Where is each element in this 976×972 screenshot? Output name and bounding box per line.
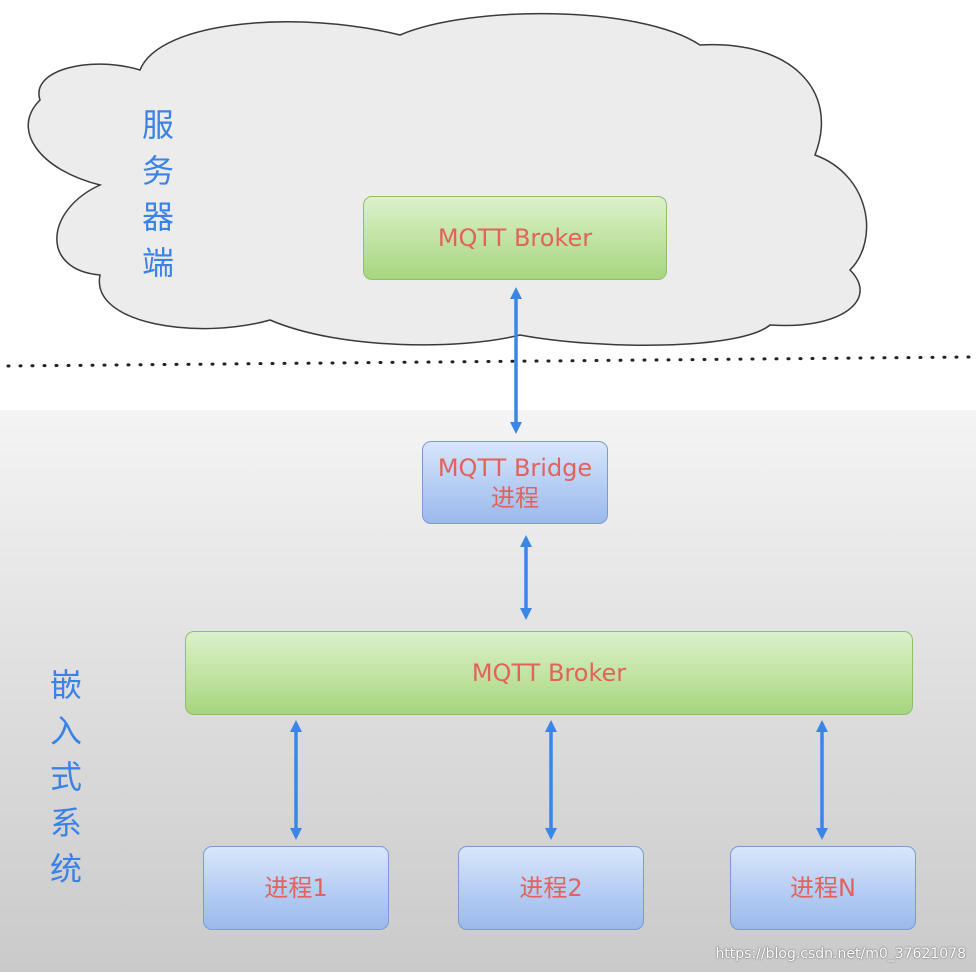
server-label-char: 服 [141,106,174,144]
dotted-separator [6,355,972,368]
embedded-mqtt-broker-box: MQTT Broker [185,631,913,715]
embedded-label-char: 嵌 [49,666,82,704]
bridge-label-line1: MQTT Bridge [437,453,593,482]
server-broker-label: MQTT Broker [437,224,593,252]
process-n-label: 进程N [790,874,856,902]
server-label-char: 器 [141,198,174,236]
process-2-label: 进程2 [519,874,583,902]
mqtt-bridge-process-box: MQTT Bridge 进程 [422,441,608,524]
embedded-label-char: 入 [49,712,82,750]
process-2-box: 进程2 [458,846,644,930]
embedded-system-label: 嵌 入 式 系 统 [46,662,86,892]
embedded-label-char: 式 [49,758,82,796]
watermark-url: https://blog.csdn.net/m0_37621078 [715,946,966,962]
embedded-broker-label: MQTT Broker [471,659,627,687]
process-1-box: 进程1 [203,846,389,930]
bridge-label-line2: 进程 [491,483,539,512]
process-n-box: 进程N [730,846,916,930]
server-side-label: 服 务 器 端 [138,102,178,286]
embedded-label-char: 统 [49,850,82,888]
process-1-label: 进程1 [264,874,328,902]
server-label-char: 端 [141,244,174,282]
server-mqtt-broker-box: MQTT Broker [363,196,667,280]
server-label-char: 务 [141,152,174,190]
embedded-label-char: 系 [49,804,82,842]
